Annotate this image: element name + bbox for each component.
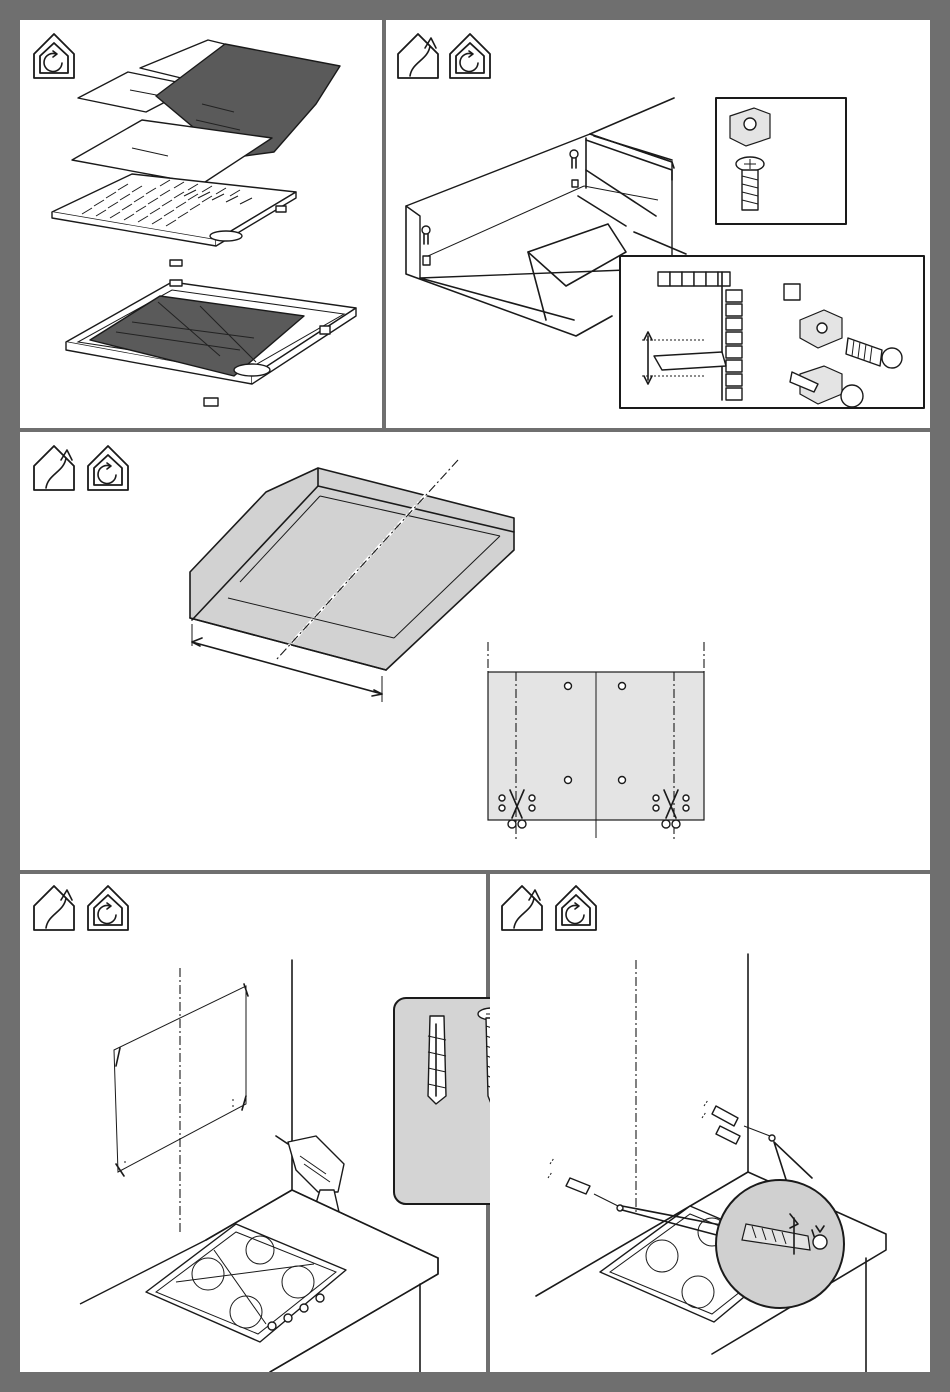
panel-cabinet-mounting: [386, 20, 930, 428]
panel-filter-assembly: [20, 20, 382, 428]
drilling-template-sheet: [488, 642, 704, 840]
panel-drilling-template: [20, 432, 930, 870]
filter-exploded-view: [52, 40, 356, 406]
wall-plugs-and-screws: [548, 954, 775, 1214]
wall-and-template: [114, 960, 292, 1234]
detail-callout-box: [620, 256, 924, 408]
ducted-exhaust-icon: [34, 886, 74, 930]
screw-callout-box: [716, 98, 846, 224]
recirculation-icon: [88, 886, 128, 930]
ducted-exhaust-icon: [34, 446, 74, 490]
recirculation-icon: [556, 886, 596, 930]
panel-wall-fixing: [490, 874, 930, 1372]
recirculation-icon: [88, 446, 128, 490]
hood-top-view: [190, 460, 514, 702]
ducted-exhaust-icon: [398, 34, 438, 78]
recirculation-icon: [450, 34, 490, 78]
worktop-and-hob: [80, 1190, 438, 1372]
recirculation-icon: [34, 34, 74, 78]
ducted-exhaust-icon: [502, 886, 542, 930]
wall-plug-icon: [428, 1016, 446, 1104]
